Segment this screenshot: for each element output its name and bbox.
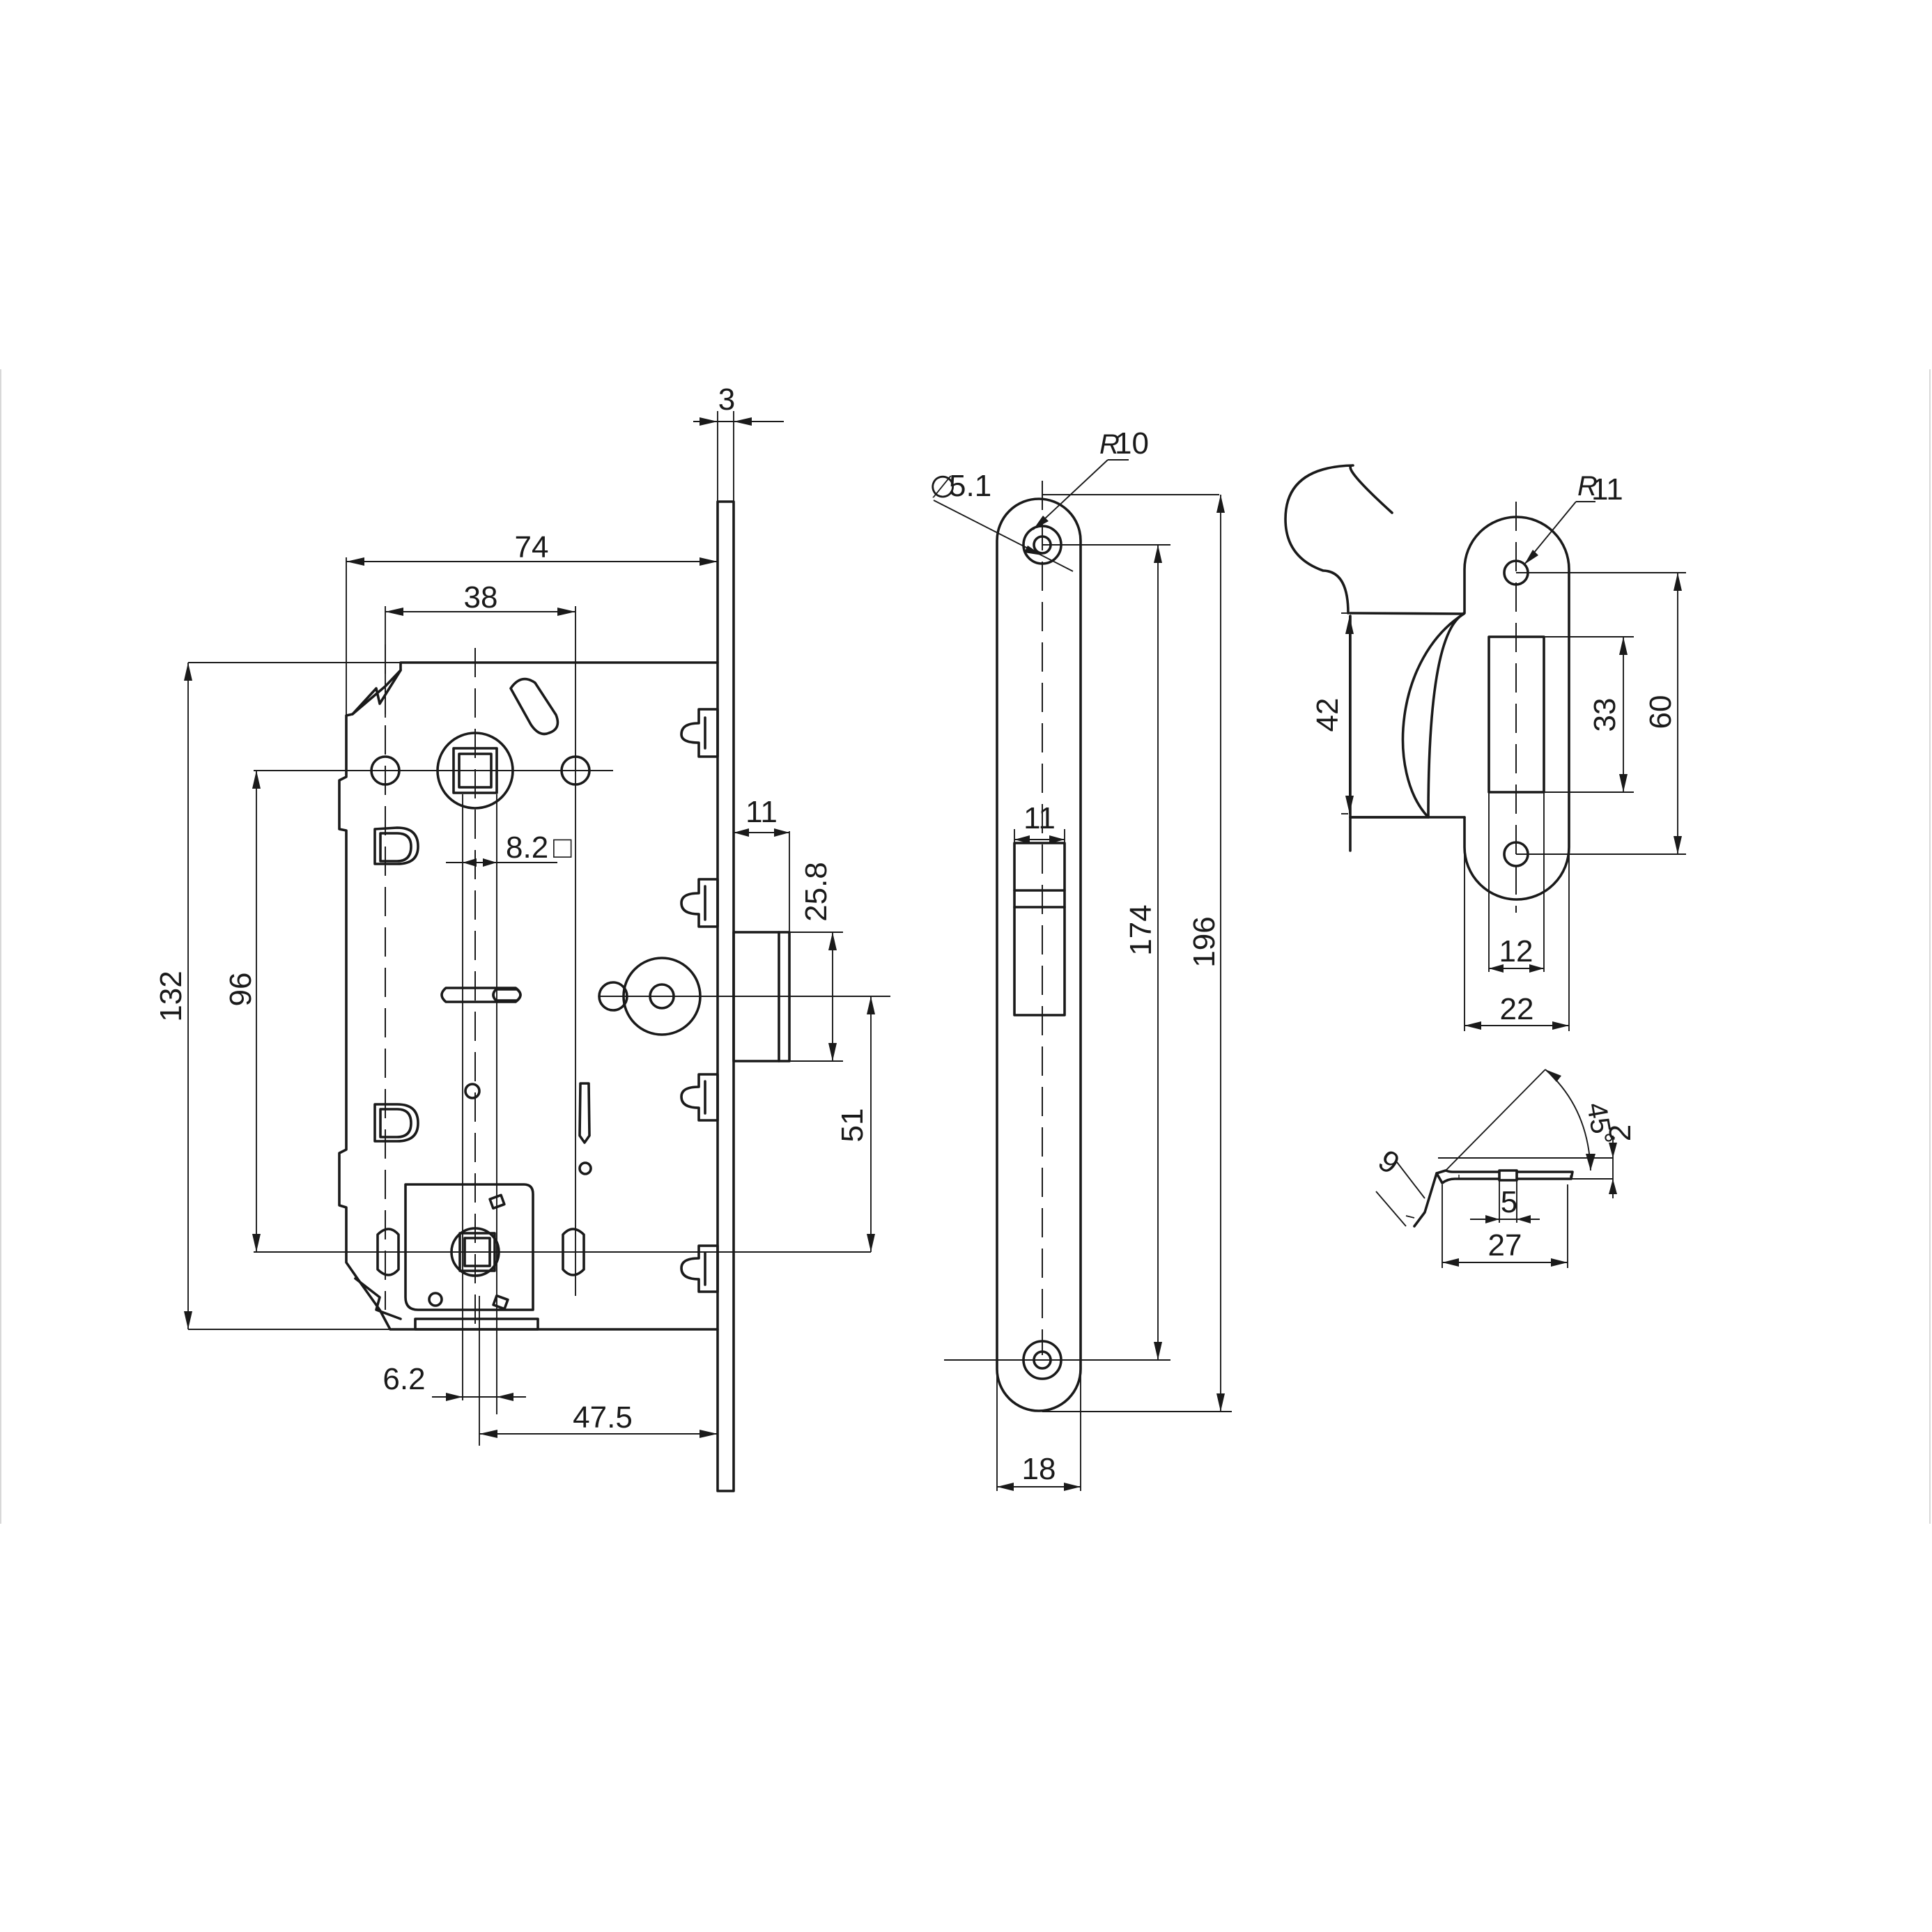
turn-bottom-strip [414,1317,539,1331]
slot-bottom-left [376,1228,400,1276]
dim-60-label: 60 [1644,695,1678,729]
dim-r11-label: 11 [1591,472,1623,507]
dim-5-label: 5 [1501,1185,1517,1219]
radius-symbol-strike: R [1577,471,1598,502]
dim-8-2-label: 8.2 [506,830,548,865]
dim-132-label: 132 [154,971,188,1021]
top-notch [351,669,402,716]
lock-body-view: 74 38 3 8.2 □ 11 25.8 132 96 51 6.2 47.5 [154,382,890,1492]
dim-27-label: 27 [1488,1228,1522,1262]
dim-38-label: 38 [464,580,498,615]
diameter-symbol: ∅ [929,470,956,504]
profile-lip [1413,1172,1438,1228]
bottom-notch [354,1277,402,1320]
dim-3-label: 3 [718,382,735,417]
turn-plate-pin-bottom [492,1294,509,1311]
drawing-frame [0,369,1931,1524]
latch-spring [578,1082,591,1144]
dim-174-label: 174 [1124,904,1158,955]
dim-11-label: 11 [745,795,778,829]
turn-plate [404,1183,534,1311]
dim-2-label: 2 [1603,1125,1637,1141]
dim-47-5-label: 47.5 [573,1400,633,1435]
turn-plate-pin-top [488,1193,506,1210]
radius-leader [1033,459,1108,530]
dim-96-label: 96 [224,973,258,1007]
dim-33-label: 33 [1588,698,1622,732]
dim-12-label: 12 [1499,934,1533,968]
mounting-clip-upper [373,826,419,865]
dim-18-label: 18 [1022,1452,1056,1486]
turn-plate-hole [428,1292,443,1307]
mounting-clip-lower [373,1103,419,1143]
radius-symbol-faceplate: R [1099,429,1120,460]
small-hole-1 [464,1083,481,1099]
dim-faceplate-11-label: 11 [1023,801,1056,835]
slot-bottom-right [562,1228,585,1276]
angle-leg [1445,1069,1546,1171]
dim-6-2-label: 6.2 [382,1362,425,1396]
dim-r10-label: 10 [1115,426,1149,461]
strike-opening [1487,635,1545,794]
faceplate-latch-opening [1013,842,1066,1017]
faceplate-outline [996,497,1082,1412]
strike-plate-outline [1284,464,1393,615]
dim-196-label: 196 [1187,916,1221,967]
dim-25-8-label: 25.8 [799,862,833,922]
dim-5-1-label: 5.1 [949,469,991,503]
small-hole-2 [578,1161,592,1175]
faceplate-tabs [680,708,719,1293]
dim-22-label: 22 [1500,992,1534,1026]
strike-profile-view: 9 45° 2 5 27 [1372,1069,1637,1268]
square-symbol: □ [553,830,572,865]
dim-51-label: 51 [835,1108,870,1143]
faceplate-view: ∅ 5.1 R 10 11 174 196 18 [929,426,1232,1491]
dim-9-line [1375,1191,1407,1227]
cam-slot [509,677,559,736]
strike-plate-view: R 11 42 33 60 12 22 [1284,464,1686,1031]
dim-42-label: 42 [1311,698,1345,732]
dim-9-label: 9 [1372,1143,1405,1181]
dia-leader [933,500,1074,572]
dim-74-label: 74 [515,530,549,564]
profile-plate [1435,1169,1574,1184]
slot-middle-inner [492,988,522,1002]
dim-45-label: 45° [1581,1100,1618,1147]
